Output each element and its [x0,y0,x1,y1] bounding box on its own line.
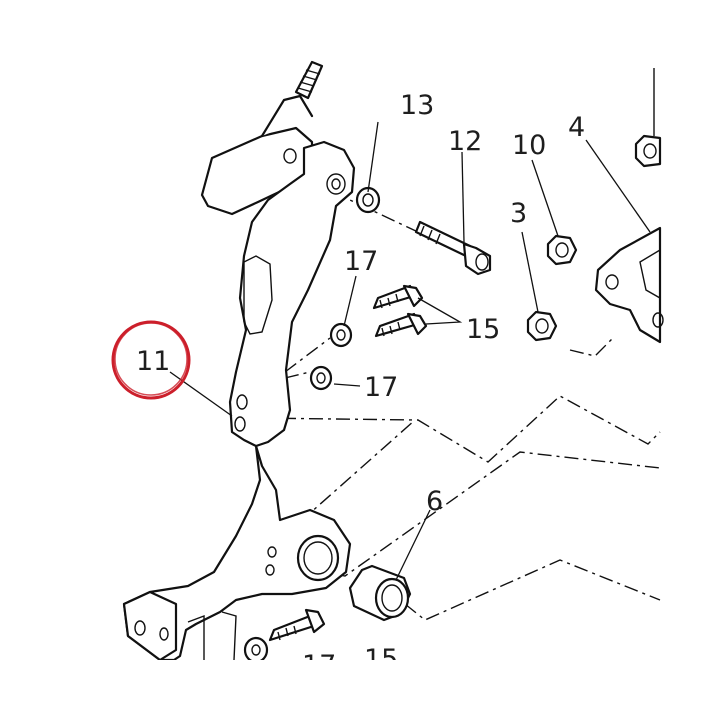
highlight-circle [111,320,191,400]
nut-3-part [526,310,558,342]
bolt-15-bottom-part [243,608,326,664]
bolts-15-part [372,284,428,338]
callout-12: 12 [448,126,482,157]
stud-top-part [294,60,324,100]
callout-17-upper: 17 [344,246,378,277]
callout-15-upper: 15 [466,314,500,345]
callout-13: 13 [400,90,434,121]
callout-10: 10 [512,130,546,161]
assembly-centerlines [254,191,661,621]
bushing-6-part [348,564,412,622]
callout-4: 4 [568,112,585,143]
callout-6: 6 [426,486,443,517]
callout-17-middle: 17 [364,372,398,403]
washers-17-part [309,322,353,391]
bottom-margin [0,660,720,720]
leader-lines [169,121,651,581]
nut-top-right-part [634,68,662,168]
bracket-4-part [594,226,664,344]
bracket-part [122,94,356,662]
nut-10-part [546,234,578,266]
bolt-12-part [414,220,492,276]
callout-3: 3 [510,198,527,229]
callout-11: 11 [136,346,170,377]
